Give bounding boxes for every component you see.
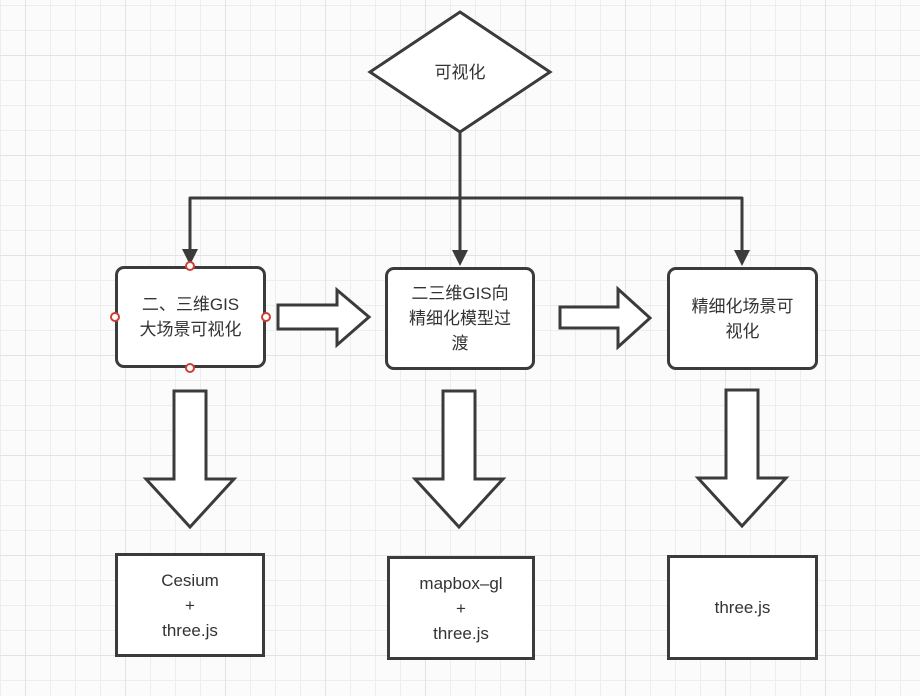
connection-handle-left[interactable] bbox=[110, 312, 120, 322]
arrowhead-down-left-icon bbox=[182, 249, 198, 265]
connection-handle-bottom[interactable] bbox=[185, 363, 195, 373]
stage-node-3[interactable]: 精细化场景可 视化 bbox=[667, 267, 818, 370]
block-arrow-down-1[interactable] bbox=[142, 389, 238, 530]
tool-node-2-label: mapbox–gl + three.js bbox=[419, 573, 503, 643]
stage-node-1-label: 二、三维GIS 大场景可视化 bbox=[139, 295, 242, 339]
decision-node-label: 可视化 bbox=[434, 63, 486, 82]
tool-node-3-label: three.js bbox=[714, 598, 771, 617]
block-arrow-right-2[interactable] bbox=[558, 285, 653, 351]
connector-branch[interactable] bbox=[188, 196, 744, 252]
block-arrow-down-2[interactable] bbox=[411, 389, 507, 530]
tool-node-1[interactable]: Cesium + three.js bbox=[115, 553, 265, 657]
arrowhead-down-middle-icon bbox=[452, 250, 468, 266]
stage-node-2[interactable]: 二三维GIS向 精细化模型过 渡 bbox=[385, 267, 535, 370]
arrowhead-down-right-icon bbox=[734, 250, 750, 266]
stage-node-1[interactable]: 二、三维GIS 大场景可视化 bbox=[115, 266, 266, 368]
tool-node-2[interactable]: mapbox–gl + three.js bbox=[387, 556, 535, 660]
block-arrow-right-1[interactable] bbox=[276, 286, 372, 349]
connection-handle-top[interactable] bbox=[185, 261, 195, 271]
connection-handle-right[interactable] bbox=[261, 312, 271, 322]
stage-node-2-label: 二三维GIS向 精细化模型过 渡 bbox=[409, 284, 511, 353]
tool-node-3[interactable]: three.js bbox=[667, 555, 818, 660]
block-arrow-down-3[interactable] bbox=[694, 388, 790, 529]
tool-node-1-label: Cesium + three.js bbox=[161, 570, 219, 640]
stage-node-3-label: 精细化场景可 视化 bbox=[691, 296, 794, 341]
